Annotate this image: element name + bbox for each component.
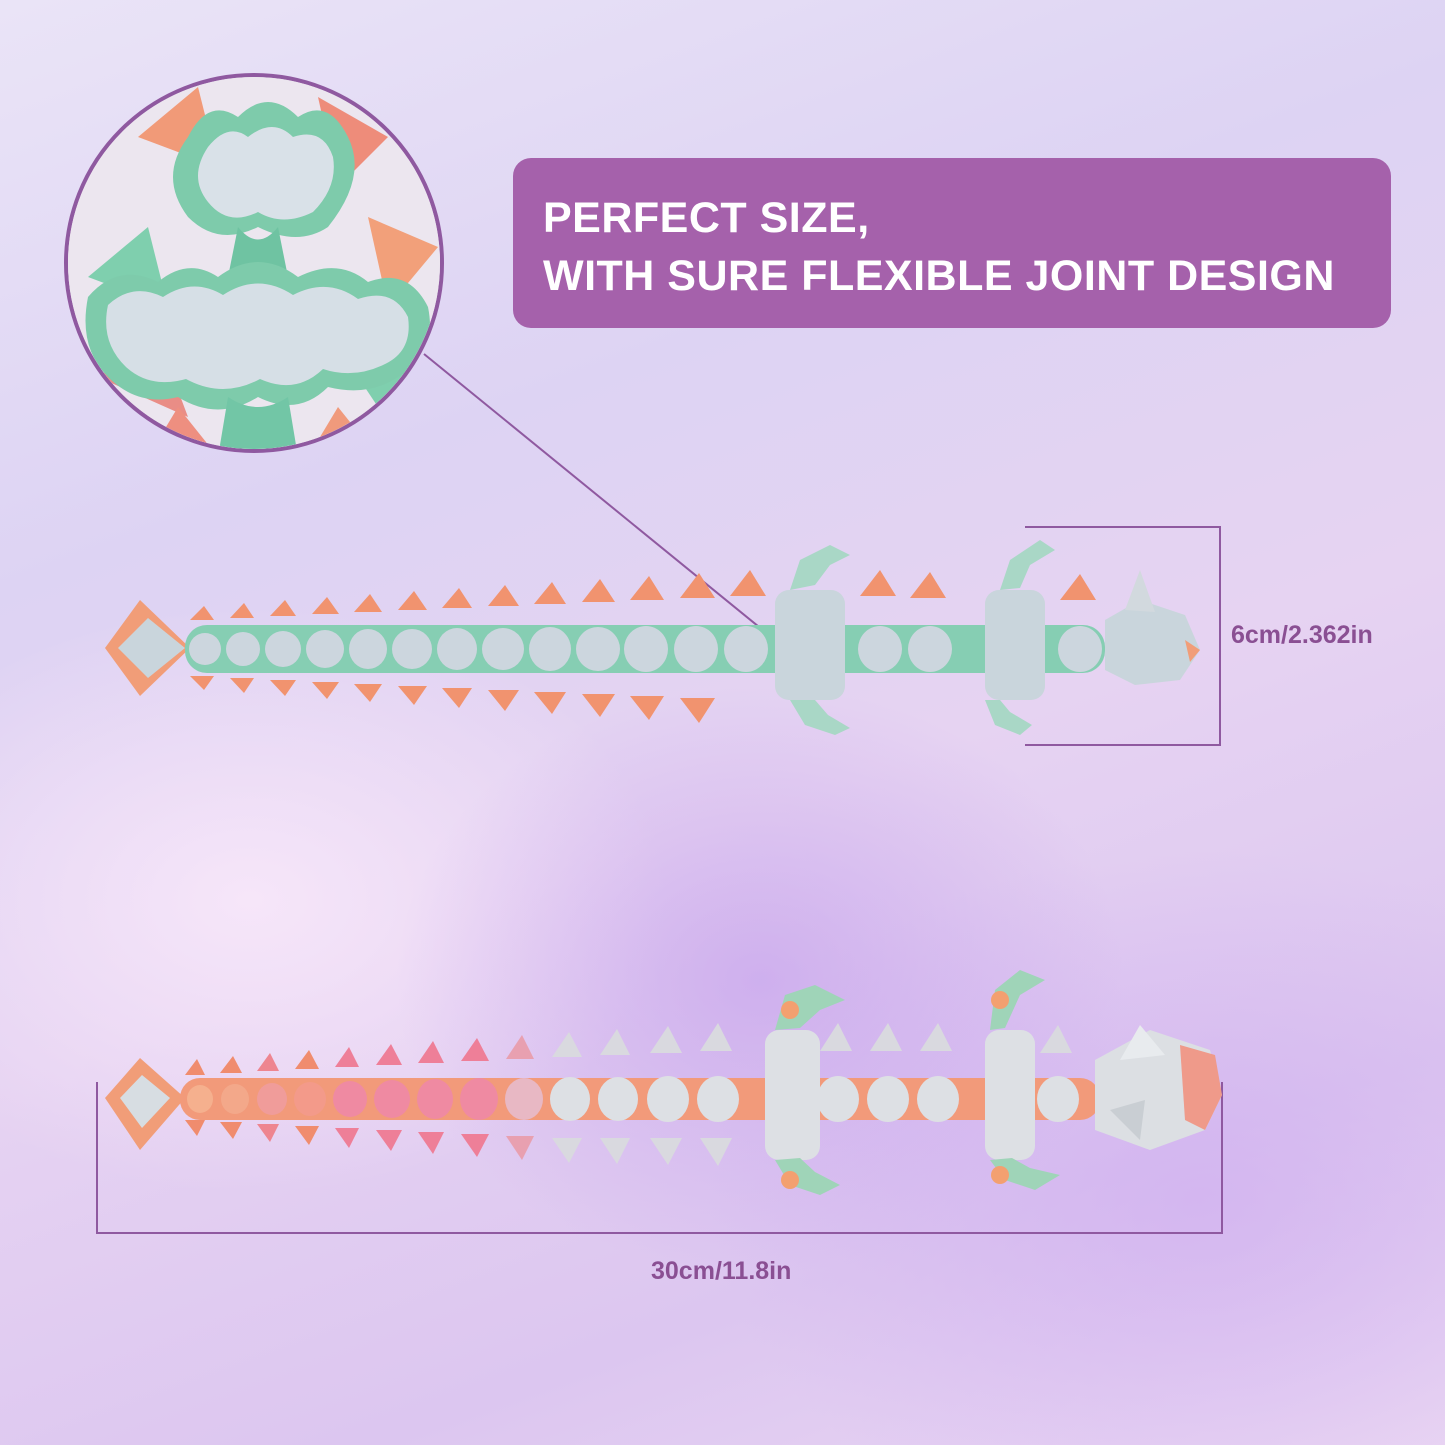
height-dimension-label: 6cm/2.362in (1231, 621, 1373, 649)
headline-line-2: WITH SURE FLEXIBLE JOINT DESIGN (543, 252, 1335, 300)
headline-banner: PERFECT SIZE, WITH SURE FLEXIBLE JOINT D… (513, 158, 1391, 328)
dragon-top-body (105, 540, 1200, 735)
callout-line (423, 353, 776, 641)
headline-line-1: PERFECT SIZE, (543, 194, 870, 242)
joint-detail-zoom-image (64, 73, 444, 453)
length-bracket (96, 1082, 1223, 1234)
length-dimension-label: 30cm/11.8in (651, 1257, 792, 1285)
joint-detail-illustration (68, 77, 440, 449)
dragon-bottom-body (105, 970, 1222, 1195)
height-bracket (1025, 526, 1221, 746)
